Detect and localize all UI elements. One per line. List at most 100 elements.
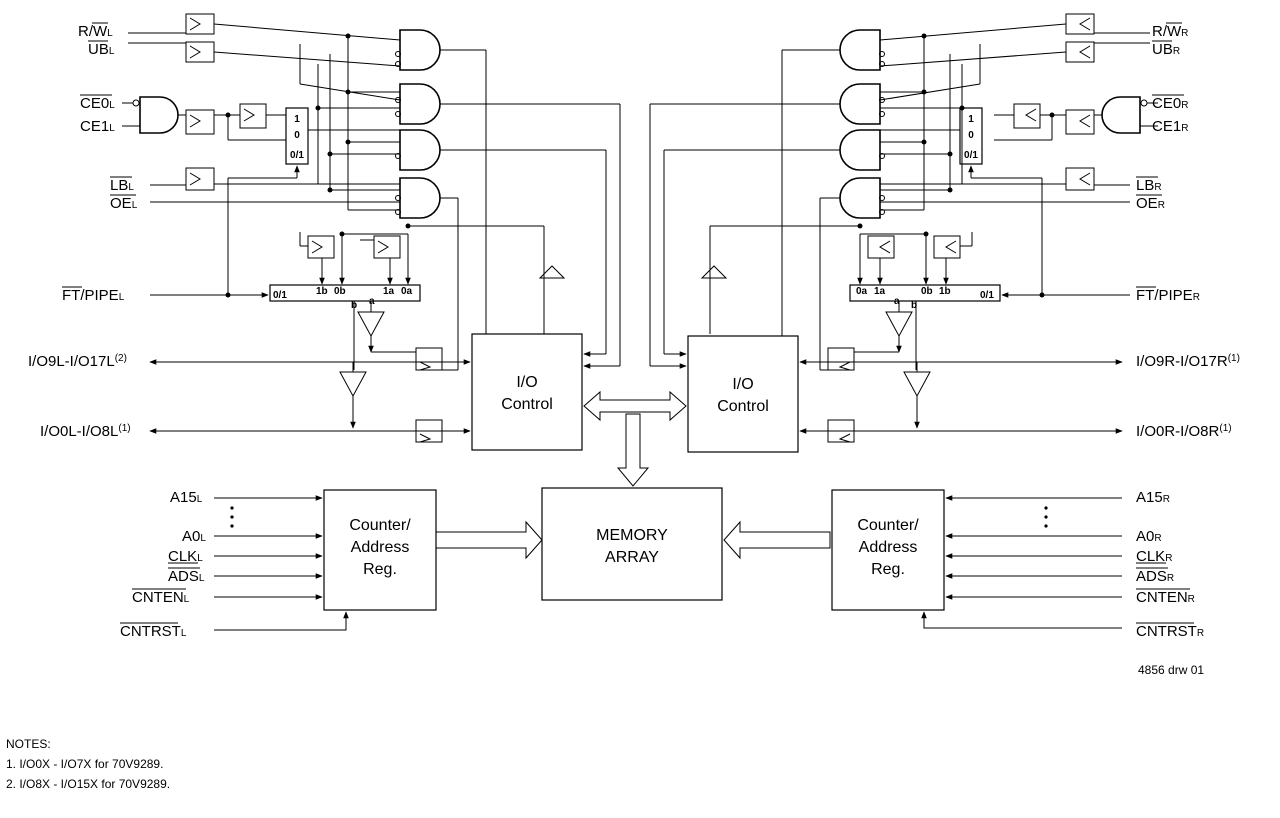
io-control-right-line2: Control [717, 398, 769, 415]
mux-r-out-label-1b: 1b [939, 286, 951, 297]
ff-pipe-b-left [307, 235, 335, 259]
label-a15-right: A15R [1136, 489, 1170, 506]
buffer-b-right [903, 371, 931, 398]
ff-pipe-b-right [933, 235, 961, 259]
label-cntrst-right: CNTRSTR [1136, 623, 1204, 640]
memory-array-line2: ARRAY [605, 549, 659, 566]
buffer-a-right [885, 311, 913, 338]
mux-r-out-label-a: a [894, 296, 900, 307]
label-a0-right: A0R [1136, 528, 1162, 545]
label-cnten-left: CNTENL [132, 589, 190, 606]
mux-label-1: 1 [294, 114, 300, 125]
mux-r-label-0: 0 [968, 130, 974, 141]
note-item-1: 1. I/O0X - I/O7X for 70V9289. [6, 757, 163, 771]
note-item-2: 2. I/O8X - I/O15X for 70V9289. [6, 777, 170, 791]
label-ads-left: ADSL [168, 568, 205, 585]
mux-out-label-a: a [369, 296, 375, 307]
label-ce1-right: CE1R [1152, 118, 1188, 135]
ff-pipe-a-left [373, 235, 401, 259]
mux-r-label-1: 1 [968, 114, 974, 125]
label-ub-left: UBL [88, 41, 115, 58]
mux-ce-right [959, 107, 983, 165]
mux-out-label-0b: 0b [334, 286, 346, 297]
left-labels: R/WL UBL CE0L CE1L LBL OEL FT/PIPEL I/O9… [28, 22, 206, 640]
io-control-left-line1: I/O [516, 374, 537, 391]
label-ub-right: UBR [1152, 41, 1180, 58]
counter-right-line3: Reg. [871, 561, 905, 578]
label-oe-right: OER [1136, 195, 1165, 212]
buffer-b-left [339, 371, 367, 398]
label-ce1-left: CE1L [80, 118, 115, 135]
counter-right-line2: Address [859, 539, 918, 556]
and-gate-2-left [399, 83, 441, 125]
buffer-a-left [357, 311, 385, 338]
ff-ce-right [1065, 109, 1095, 135]
and-gate-1-right [839, 29, 881, 71]
left-control-logic: 1 0 0/1 [122, 13, 621, 443]
and-gate-4-right [839, 177, 881, 219]
mux-ce-left [285, 107, 309, 165]
ff-ce-pipe-right [1013, 103, 1041, 129]
notes-title: NOTES: [6, 737, 51, 751]
io-control-right [687, 335, 799, 453]
label-lb-right: LBR [1136, 177, 1162, 194]
and-gate-4-left [399, 177, 441, 219]
label-cnten-right: CNTENR [1136, 589, 1195, 606]
ff-pipe-a-right [867, 235, 895, 259]
io-control-left [471, 333, 583, 451]
label-ftpipe-right: FT/PIPER [1136, 287, 1200, 304]
mux-r-out-label-01: 0/1 [980, 290, 994, 301]
right-control-logic: 1 0 0/1 [649, 13, 1158, 443]
and-gate-3-left [399, 129, 441, 171]
and-gate-1-left [399, 29, 441, 71]
bus-counter-left-to-memory [435, 520, 543, 560]
label-ce0-left: CE0L [80, 95, 115, 112]
io-control-left-line2: Control [501, 396, 553, 413]
mux-output-left [269, 284, 421, 302]
counter-left-line3: Reg. [363, 561, 397, 578]
label-cntrst-left: CNTRSTL [120, 623, 187, 640]
label-rw-right: R/WR [1152, 23, 1188, 40]
ff-ce-left [185, 109, 215, 135]
right-labels: R/WR UBR CE0R CE1R LBR OER FT/PIPER I/O9… [1136, 22, 1240, 640]
label-lb-left: LBL [110, 177, 134, 194]
label-ce0-right: CE0R [1152, 95, 1188, 112]
mux-out-label-0a: 0a [401, 286, 413, 297]
label-io-low-right: I/O0R-I/O8R(1) [1136, 423, 1232, 440]
mux-out-label-1b: 1b [316, 286, 328, 297]
io-control-right-line1: I/O [732, 376, 753, 393]
label-ads-right: ADSR [1136, 568, 1174, 585]
and-gate-2-right [839, 83, 881, 125]
counter-left-line2: Address [351, 539, 410, 556]
label-a0-left: A0L [182, 528, 206, 545]
mux-label-01: 0/1 [290, 150, 304, 161]
memory-array-line1: MEMORY [596, 527, 668, 544]
label-ftpipe-left: FT/PIPEL [62, 287, 125, 304]
label-io-high-right: I/O9R-I/O17R(1) [1136, 353, 1240, 370]
drawing-id: 4856 drw 01 [1138, 663, 1204, 677]
mux-r-label-01: 0/1 [964, 150, 978, 161]
mux-r-out-label-0a: 0a [856, 286, 868, 297]
mux-r-out-label-1a: 1a [874, 286, 886, 297]
counter-address-reg-right [831, 489, 945, 611]
bus-counter-right-to-memory [723, 520, 831, 560]
label-clk-left: CLKL [168, 548, 203, 565]
mux-output-right [849, 284, 1001, 302]
mux-r-out-label-0b: 0b [921, 286, 933, 297]
mux-out-label-01: 0/1 [273, 290, 287, 301]
mux-label-0: 0 [294, 130, 300, 141]
label-io-high-left: I/O9L-I/O17L(2) [28, 353, 127, 370]
counter-left-line1: Counter/ [349, 517, 411, 534]
mux-r-out-label-b: b [911, 300, 917, 311]
label-rw-left: R/WL [78, 23, 113, 40]
label-clk-right: CLKR [1136, 548, 1172, 565]
label-oe-left: OEL [110, 195, 138, 212]
bus-io-to-io [583, 390, 687, 422]
bus-io-to-memory [616, 413, 650, 487]
memory-array [541, 487, 723, 601]
and-gate-ce-left [139, 96, 179, 134]
mux-out-label-1a: 1a [383, 286, 395, 297]
counter-right-line1: Counter/ [857, 517, 919, 534]
label-a15-left: A15L [170, 489, 203, 506]
